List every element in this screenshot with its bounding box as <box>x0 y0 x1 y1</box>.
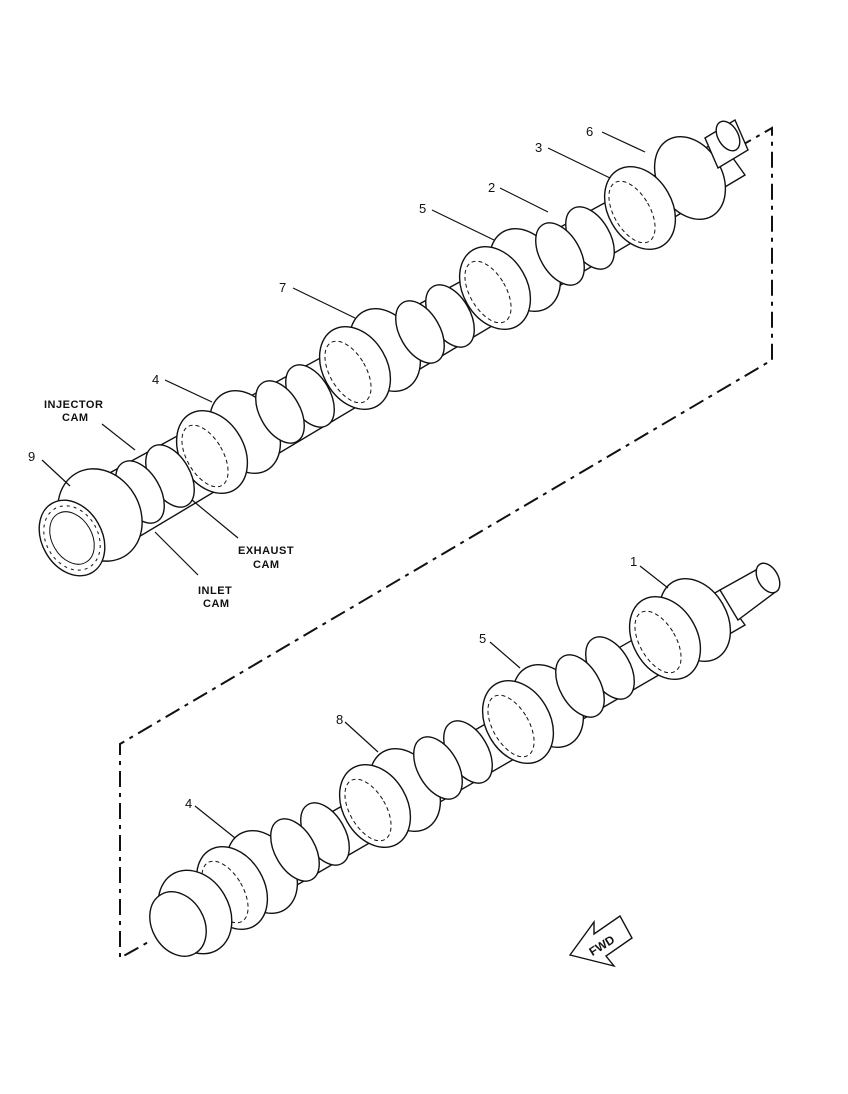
cam-labels: INJECTOR CAM EXHAUST CAM INLET CAM <box>44 399 294 610</box>
fwd-direction-arrow: FWD <box>568 914 633 968</box>
upper-rear-stub <box>704 118 749 170</box>
lower-cam-lobes <box>270 636 635 882</box>
lower-front-end <box>149 869 233 957</box>
upper-callouts: 6 3 2 5 7 4 9 <box>28 124 593 464</box>
inlet-cam-label-line2: CAM <box>203 598 230 610</box>
exhaust-cam-label-line1: EXHAUST <box>238 545 294 557</box>
callout-upper-9: 9 <box>28 449 35 464</box>
upper-cam-lobes <box>115 206 615 524</box>
injector-cam-label-line1: INJECTOR <box>44 399 103 411</box>
upper-front-flange <box>38 468 143 577</box>
dashed-frame-connector <box>119 126 773 960</box>
lower-bolt-rings <box>201 610 682 924</box>
callout-upper-6: 6 <box>586 124 593 139</box>
callout-upper-3: 3 <box>535 140 542 155</box>
upper-camshaft <box>38 118 749 577</box>
callout-upper-5: 5 <box>419 201 426 216</box>
lower-callouts: 1 5 8 4 <box>185 554 637 811</box>
exhaust-cam-label-line2: CAM <box>253 559 280 571</box>
callout-lower-8: 8 <box>336 712 343 727</box>
callout-lower-4: 4 <box>185 796 192 811</box>
callout-upper-2: 2 <box>488 180 495 195</box>
callout-lower-5: 5 <box>479 631 486 646</box>
callout-upper-7: 7 <box>279 280 286 295</box>
inlet-cam-label-line1: INLET <box>198 585 232 597</box>
callout-lower-1: 1 <box>630 554 637 569</box>
lower-camshaft <box>149 562 781 957</box>
callout-upper-4: 4 <box>152 372 159 387</box>
injector-cam-label-line2: CAM <box>62 412 89 424</box>
lower-rear-stub <box>719 562 781 622</box>
leader-lines <box>41 131 669 839</box>
